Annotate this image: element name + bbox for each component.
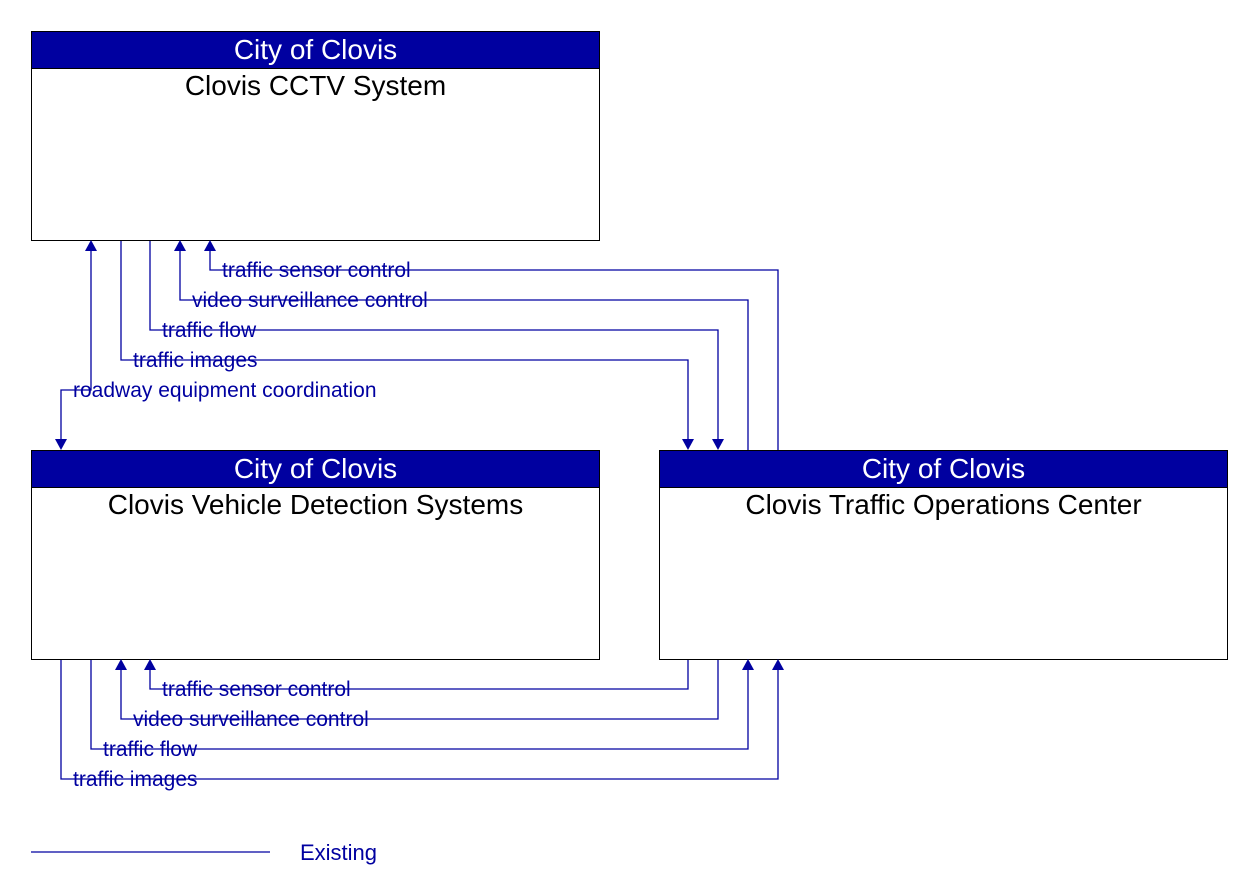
vds-system-title: Clovis Vehicle Detection Systems <box>107 489 524 520</box>
flow-label: traffic images <box>133 349 258 372</box>
vehicle-detection-box: City of Clovis Clovis Vehicle Detection … <box>31 450 600 660</box>
flow-toc-cctv-sensor-control: traffic sensor control <box>204 240 779 450</box>
flow-label: traffic flow <box>103 738 198 761</box>
flow-label: roadway equipment coordination <box>73 379 377 402</box>
flow-label: video surveillance control <box>192 289 428 312</box>
traffic-operations-box: City of Clovis Clovis Traffic Operations… <box>659 450 1228 660</box>
vds-owner-header: City of Clovis <box>32 451 599 488</box>
legend-existing-label: Existing <box>300 840 377 865</box>
toc-owner-header: City of Clovis <box>660 451 1227 488</box>
toc-system-title: Clovis Traffic Operations Center <box>745 489 1142 520</box>
flow-label: video surveillance control <box>133 708 369 731</box>
flow-toc-cctv-video-control: video surveillance control <box>174 240 749 450</box>
flow-label: traffic images <box>73 768 198 791</box>
flow-cctv-toc-traffic-flow: traffic flow <box>149 241 724 450</box>
legend: Existing <box>31 840 377 865</box>
cctv-system-box: City of Clovis Clovis CCTV System <box>31 31 600 241</box>
flow-label: traffic sensor control <box>222 259 411 282</box>
flow-vds-toc-traffic-images: traffic images <box>60 659 784 791</box>
flow-toc-vds-video-control: video surveillance control <box>115 659 719 731</box>
flow-label: traffic sensor control <box>162 678 351 701</box>
cctv-owner-header: City of Clovis <box>32 32 599 69</box>
flow-cctv-toc-traffic-images: traffic images <box>120 241 694 450</box>
cctv-system-title: Clovis CCTV System <box>184 70 447 101</box>
flow-cctv-vds-coordination: roadway equipment coordination <box>55 240 377 450</box>
flow-vds-toc-traffic-flow: traffic flow <box>90 659 754 761</box>
flow-toc-vds-sensor-control: traffic sensor control <box>144 659 689 701</box>
flow-label: traffic flow <box>162 319 257 342</box>
